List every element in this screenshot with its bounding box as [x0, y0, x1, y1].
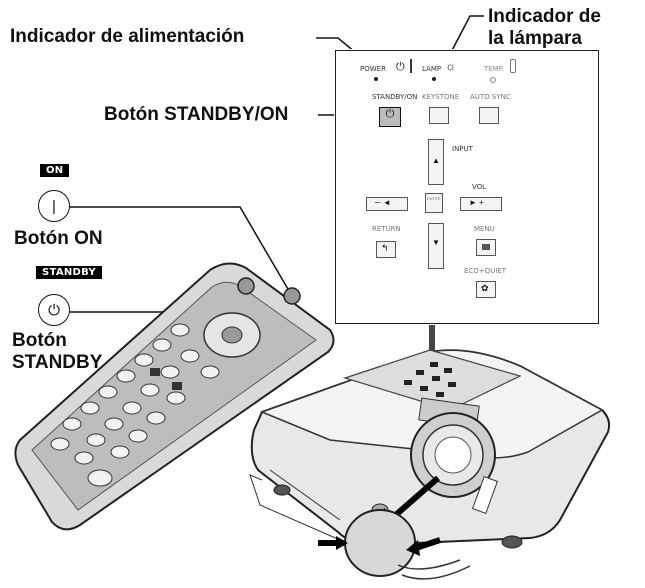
lamp-indicator-light: [432, 77, 436, 81]
lens-cap: [344, 509, 416, 577]
remote-standby-key: [237, 277, 255, 295]
eco-quiet-label: ECO+QUIET: [464, 267, 507, 275]
return-label: RETURN: [372, 225, 401, 233]
enter-label: ENTER: [427, 196, 441, 201]
standby-on-callout: Botón STANDBY/ON: [104, 104, 289, 125]
temp-indicator-light: [490, 77, 496, 83]
input-label: INPUT: [452, 145, 473, 153]
input-up-button[interactable]: ▲: [428, 139, 444, 185]
power-indicator-callout: Indicador de alimentación: [10, 26, 245, 47]
standby-button-callout-line2: STANDBY: [12, 352, 103, 373]
enter-button[interactable]: ENTER: [425, 193, 443, 213]
power-icon: ⏻: [396, 61, 405, 73]
on-button-callout: Botón ON: [14, 228, 103, 249]
standby-on-button[interactable]: ⏻: [379, 107, 401, 127]
up-arrow-icon: ▲: [432, 156, 440, 165]
volume-down-button[interactable]: ─ ◄: [366, 197, 408, 211]
remote-control: [14, 262, 335, 531]
thermometer-icon: [510, 59, 516, 73]
down-arrow-icon: ▼: [432, 238, 440, 247]
lamp-indicator-callout-line2: la lámpara: [488, 28, 582, 49]
standby-power-icon: ⏻: [48, 301, 60, 319]
menu-button[interactable]: [476, 239, 496, 256]
lamp-icon: ☼: [445, 59, 456, 73]
temp-label: TEMP.: [484, 65, 505, 73]
power-indicator-light: [374, 77, 378, 81]
auto-sync-label: AUTO SYNC: [470, 93, 511, 101]
remote-power-key: [283, 287, 301, 305]
on-tag: ON: [40, 164, 70, 177]
divider: [410, 59, 412, 73]
keystone-label: KEYSTONE: [422, 93, 460, 101]
input-down-button[interactable]: ▼: [428, 223, 444, 269]
right-arrow-icon: ► +: [469, 198, 484, 207]
auto-sync-button[interactable]: [479, 107, 499, 124]
standby-on-label: STANDBY/ON: [372, 93, 418, 101]
vol-label: VOL: [472, 183, 487, 191]
lamp-indicator-leader: [446, 15, 484, 61]
keystone-button[interactable]: [429, 107, 449, 124]
standby-tag: STANDBY: [36, 266, 103, 279]
return-button[interactable]: ↰: [376, 241, 396, 258]
control-panel: POWER ⏻ LAMP ☼ TEMP. STANDBY/ON KEYSTONE…: [335, 50, 599, 324]
standby-on-icon: ⏻: [385, 108, 395, 120]
power-on-icon: |: [52, 197, 56, 215]
volume-up-button[interactable]: ► +: [460, 197, 502, 211]
menu-icon: [482, 244, 490, 250]
menu-label: MENU: [474, 225, 495, 233]
return-icon: ↰: [381, 243, 389, 253]
projector: [249, 349, 611, 580]
lamp-indicator-callout-line1: Indicador de: [488, 6, 601, 27]
lamp-label: LAMP: [422, 65, 442, 73]
on-button[interactable]: |: [38, 190, 70, 222]
on-button-leader: [70, 206, 293, 297]
eco-quiet-button[interactable]: ✿: [476, 281, 496, 298]
standby-button-callout-line1: Botón: [12, 330, 67, 351]
power-label: POWER: [360, 65, 386, 73]
left-arrow-icon: ─ ◄: [375, 198, 391, 207]
standby-button[interactable]: ⏻: [38, 294, 70, 326]
eco-icon: ✿: [481, 283, 489, 293]
